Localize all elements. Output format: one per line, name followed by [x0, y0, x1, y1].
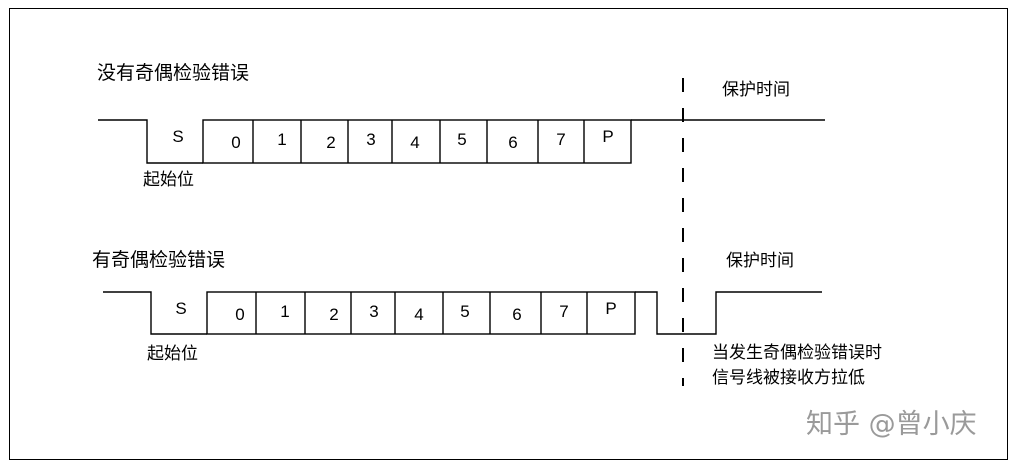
- bit-label-1: 1: [277, 130, 287, 149]
- error-note-line-2: 信号线被接收方拉低: [712, 368, 865, 388]
- bit-label-7: 7: [556, 130, 566, 149]
- bit-label-0: 0: [235, 305, 245, 324]
- bit-label-5: 5: [460, 302, 470, 321]
- bit-label-4: 4: [410, 133, 420, 152]
- bit-label-0: 0: [231, 133, 241, 152]
- frame-1-start-bit-label: 起始位: [143, 170, 194, 190]
- error-pull-low: [635, 291, 822, 335]
- bit-dividers-row-2: [255, 292, 588, 334]
- frame-2-start-bit-label: 起始位: [147, 344, 198, 364]
- bit-label-p: P: [605, 299, 617, 318]
- frame-2-guard-label: 保护时间: [726, 251, 794, 271]
- frame-1-guard-label: 保护时间: [722, 80, 790, 100]
- waveform-with-error: [103, 291, 207, 335]
- bit-cells-row-1: [202, 119, 632, 164]
- bit-label-p: P: [602, 127, 614, 146]
- waveform-no-error: [98, 119, 203, 164]
- error-note-line-1: 当发生奇偶检验错误时: [712, 343, 882, 363]
- bit-label-s: S: [175, 299, 187, 318]
- bit-label-7: 7: [559, 302, 569, 321]
- bit-label-1: 1: [280, 302, 290, 321]
- bit-label-4: 4: [414, 305, 424, 324]
- bit-label-6: 6: [508, 133, 518, 152]
- bit-label-s: S: [172, 127, 184, 146]
- frame-2-title: 有奇偶检验错误: [92, 249, 226, 271]
- frame-1-title: 没有奇偶检验错误: [97, 62, 250, 84]
- bit-label-6: 6: [512, 305, 522, 324]
- bit-label-2: 2: [326, 133, 336, 152]
- bit-label-2: 2: [329, 305, 339, 324]
- diagram-frame: [9, 8, 1008, 460]
- bit-label-3: 3: [366, 130, 376, 149]
- bit-label-5: 5: [457, 130, 467, 149]
- bit-cells-row-2: [206, 291, 636, 335]
- bit-dividers-row-1: [252, 120, 585, 163]
- bit-label-3: 3: [369, 302, 379, 321]
- watermark: 知乎 @曾小庆: [806, 409, 977, 440]
